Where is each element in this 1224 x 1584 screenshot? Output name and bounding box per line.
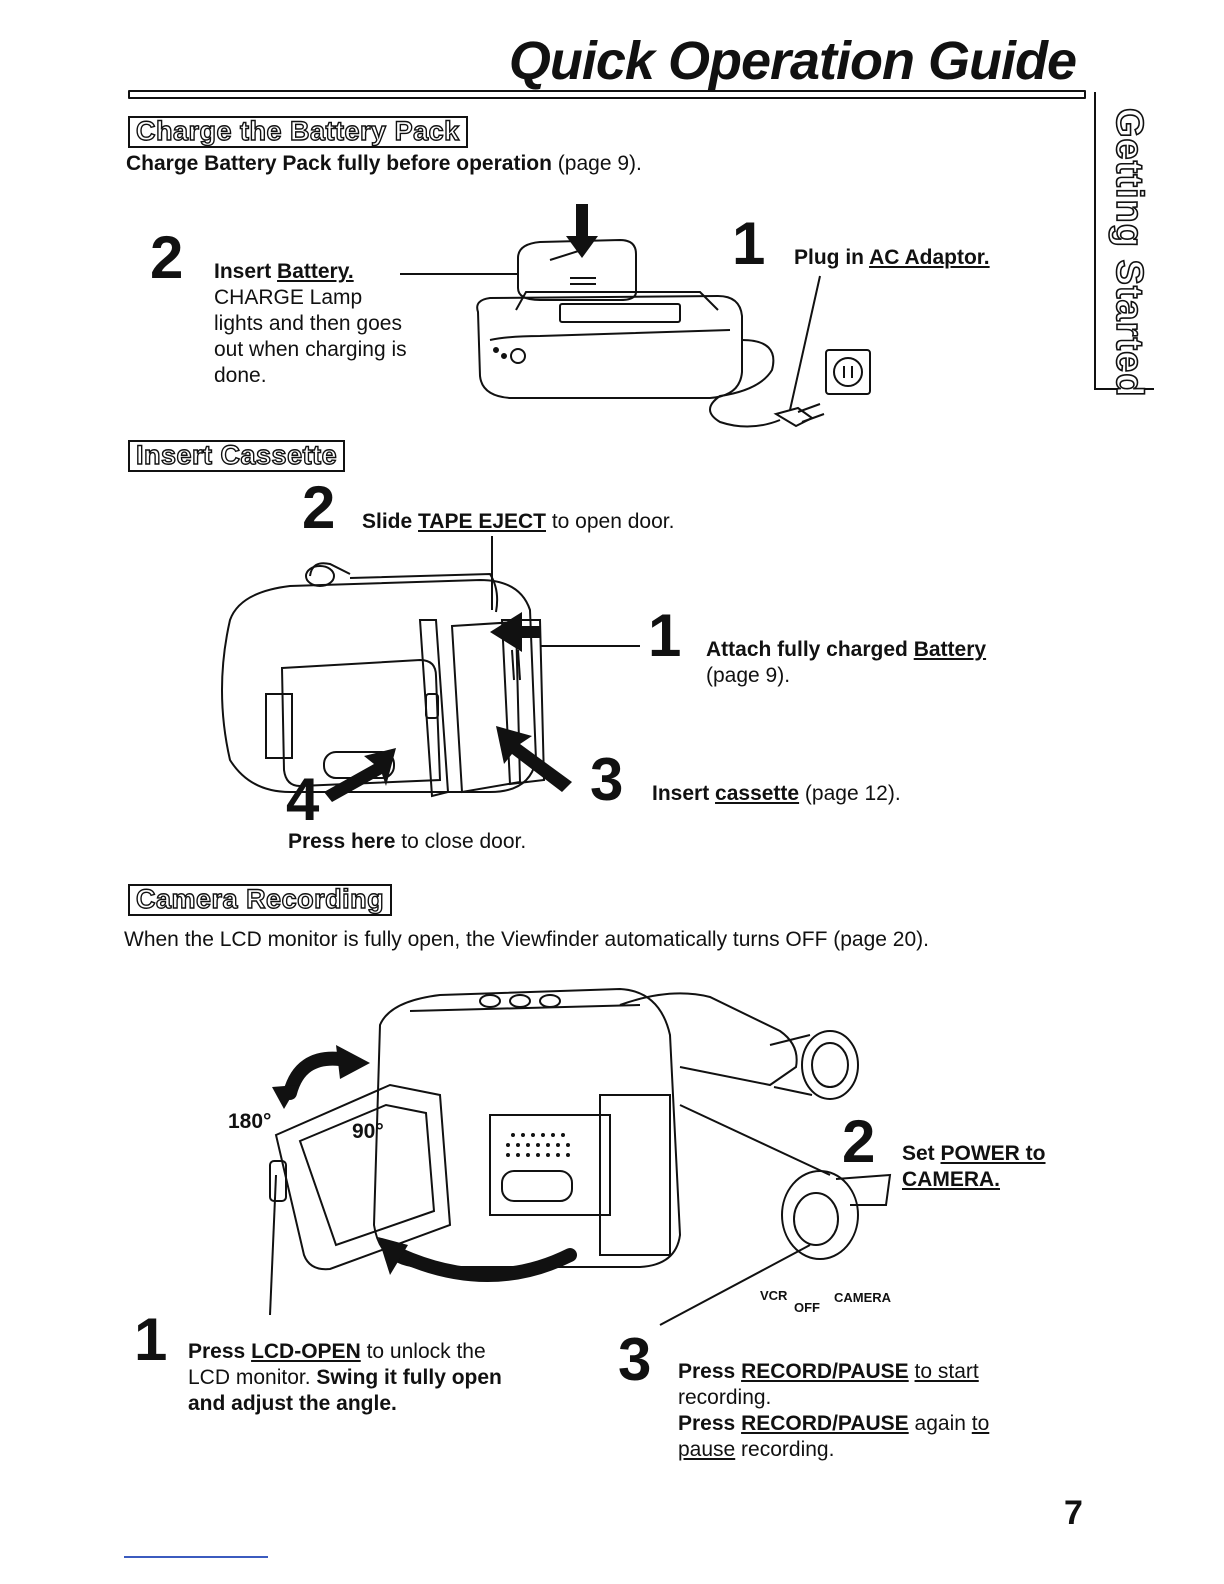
side-tab-label: Getting Started [1107, 107, 1151, 398]
cassette-step1-page: (page 9). [706, 664, 791, 687]
recording-step1-line3: and adjust the angle. [188, 1392, 397, 1415]
recording-step2-link1: POWER to [940, 1142, 1046, 1165]
cassette-step2-number: 2 [302, 474, 336, 541]
recording-step1-lead: Press [188, 1340, 252, 1363]
recording-step3-line4-rest: recording. [735, 1438, 835, 1461]
charge-step2-link: Battery. [277, 260, 354, 283]
recording-step3-line1: Press RECORD/PAUSE to start [678, 1358, 979, 1385]
recording-step1-line2a: LCD monitor. [188, 1366, 317, 1389]
charge-step1-lead: Plug in [794, 246, 870, 269]
cassette-step4-bold: Press here [288, 830, 396, 853]
recording-step3-line3-rest: again [908, 1412, 972, 1435]
cassette-step3-rest: (page 12). [799, 782, 901, 805]
charge-step1-title: Plug in AC Adaptor. [794, 244, 990, 271]
section-heading-cassette: Insert Cassette [128, 440, 346, 472]
recording-step3-number: 3 [618, 1326, 652, 1393]
title-rule [128, 90, 1086, 99]
recording-step1-line2b: Swing it fully open [316, 1366, 502, 1389]
charge-step2-line1: CHARGE Lamp [214, 286, 363, 309]
recording-step3-line3: Press RECORD/PAUSE again to [678, 1410, 989, 1437]
charge-step2-line2: lights and then goes [214, 312, 402, 335]
cassette-step2-rest: to open door. [546, 510, 675, 533]
page-number: 7 [1064, 1494, 1083, 1532]
switch-camera-label: CAMERA [834, 1290, 892, 1305]
recording-step3-line2: recording. [678, 1386, 772, 1409]
recording-step1-rest: to unlock the [360, 1340, 486, 1363]
recording-step3-line3-to: to [971, 1412, 990, 1435]
cassette-step4-number: 4 [286, 766, 320, 833]
cassette-step1-text: Attach fully charged Battery [706, 636, 986, 663]
footer-line [124, 1556, 268, 1558]
recording-step3-line4: pause recording. [678, 1436, 834, 1463]
recording-step3-lead: Press [678, 1360, 742, 1383]
cassette-step3-lead: Insert [652, 782, 716, 805]
recording-step3-line4-link: pause [678, 1438, 736, 1461]
side-tab: Getting Started [1094, 92, 1154, 398]
cassette-step2-lead: Slide [362, 510, 419, 533]
cassette-step2-text: Slide TAPE EJECT to open door. [362, 508, 674, 535]
recording-step1-link: LCD-OPEN [251, 1340, 361, 1363]
recording-step1-line1: Press LCD-OPEN to unlock the [188, 1338, 486, 1365]
recording-step3-link: RECORD/PAUSE [741, 1360, 909, 1383]
cassette-step3-link: cassette [715, 782, 800, 805]
recording-step1-line2: LCD monitor. Swing it fully open [188, 1364, 502, 1391]
charge-step2-line4: done. [214, 364, 267, 387]
recording-step2-lead: Set [902, 1142, 941, 1165]
recording-step3-line3-link: RECORD/PAUSE [741, 1412, 909, 1435]
recording-intro: When the LCD monitor is fully open, the … [124, 928, 929, 951]
cassette-step1-lead: Attach fully charged [706, 638, 914, 661]
cassette-step1-link: Battery [913, 638, 987, 661]
charge-step2-lead: Insert [214, 260, 278, 283]
charge-step2-number: 2 [150, 224, 184, 291]
cassette-step1-number: 1 [648, 602, 682, 669]
page-title: Quick Operation Guide [508, 31, 1077, 91]
cassette-step3-number: 3 [590, 746, 624, 813]
cassette-step4-rest: to close door. [395, 830, 527, 853]
charge-step2-line3: out when charging is [214, 338, 407, 361]
recording-step2-number: 2 [842, 1108, 876, 1175]
switch-off-label: OFF [794, 1300, 820, 1315]
switch-vcr-label: VCR [760, 1288, 788, 1303]
battery-charger-illustration [400, 204, 900, 440]
recording-step2-line1: Set POWER to [902, 1140, 1046, 1167]
recording-step2-line2: CAMERA. [902, 1168, 1000, 1191]
charge-step1-number: 1 [732, 210, 766, 277]
cassette-step3-text: Insert cassette (page 12). [652, 780, 901, 807]
cassette-step2-link: TAPE EJECT [418, 510, 546, 533]
section-heading-recording: Camera Recording [128, 884, 393, 916]
cassette-step4-text: Press here to close door. [288, 828, 526, 855]
charge-intro-rest: (page 9). [551, 152, 642, 175]
section-heading-charge: Charge the Battery Pack [128, 116, 468, 148]
recording-step1-number: 1 [134, 1306, 168, 1373]
camera-recording-illustration [240, 975, 920, 1335]
charge-intro-bold: Charge Battery Pack fully before operati… [126, 152, 552, 175]
charge-intro: Charge Battery Pack fully before operati… [126, 150, 642, 177]
recording-step3-start: to start [914, 1360, 979, 1383]
recording-step3-line3-lead: Press [678, 1412, 742, 1435]
charge-step1-link: AC Adaptor. [869, 246, 990, 269]
charge-step2-title: Insert Battery. [214, 258, 354, 285]
angle-180-label: 180° [228, 1110, 272, 1133]
cassette-camcorder-illustration [200, 530, 660, 802]
